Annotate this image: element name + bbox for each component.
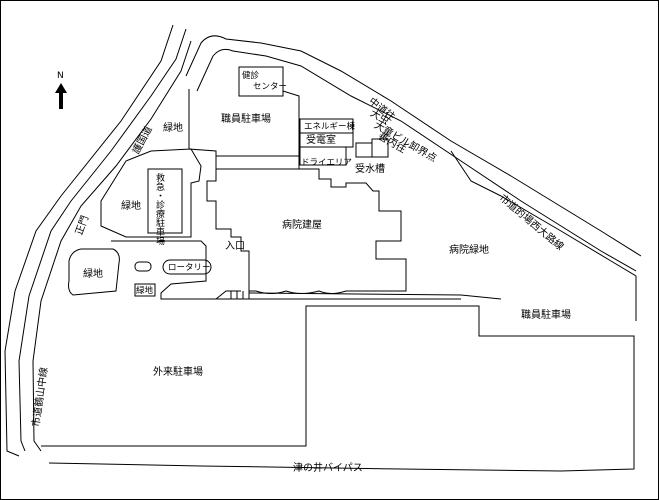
compass: N [54,71,68,111]
road-left-outer [4,24,174,457]
green-lower-left-outline [68,248,120,296]
hospital-building-outline [206,155,407,294]
outpatient-boundary [41,305,635,472]
kenshin-center-outline [238,66,284,97]
energy-building-label: エネルギー棟 [304,122,356,132]
dry-area-label: ドライエリア [301,158,352,168]
kenshin-center-label-2: センター [253,82,288,92]
green-area-left [100,148,202,238]
water-tank-outline [355,142,373,158]
bypass-label: 津の井バイパス [293,463,363,474]
road-right [450,150,637,321]
emergency-parking-outline [147,168,183,234]
staff-parking-block [188,86,300,170]
north-label: N [57,71,64,81]
green-lower-left-label: 緑地 [83,269,103,280]
rotary-label: ロータリー [168,263,211,273]
gate-pillars [230,291,250,299]
kenshin-center-label-1: 健診 [242,71,260,81]
water-tank-label: 受水槽 [355,164,385,175]
road-left-inner2 [32,40,192,452]
staff-parking-right-label: 職員駐車場 [521,310,571,321]
water-tank-annex [371,138,389,158]
small-island1 [134,261,152,272]
hospital-green-label: 病院緑地 [449,245,489,256]
staff-parking-top-label: 職員駐車場 [221,114,271,125]
road-left-inner1 [18,28,187,452]
dry-area-outline [299,146,347,166]
emergency-parking-label: 救急・診療駐車場 [154,173,164,245]
hospital-building-label: 病院建屋 [282,220,322,231]
green-small-label: 緑地 [136,286,154,296]
substation-label: 受電室 [306,135,336,146]
green-left-label: 緑地 [121,201,141,212]
green-top-label: 緑地 [163,123,183,134]
entrance-label: 入口 [225,241,245,252]
road-top [185,35,642,257]
green-small-outline [134,283,156,297]
rotary-outline [162,259,212,275]
road-top-inner [196,48,637,272]
entrance-drive [111,240,241,300]
south-fence2 [248,292,502,300]
outpatient-parking-label: 外来駐車場 [153,367,203,378]
north-arrow-icon [55,83,67,109]
